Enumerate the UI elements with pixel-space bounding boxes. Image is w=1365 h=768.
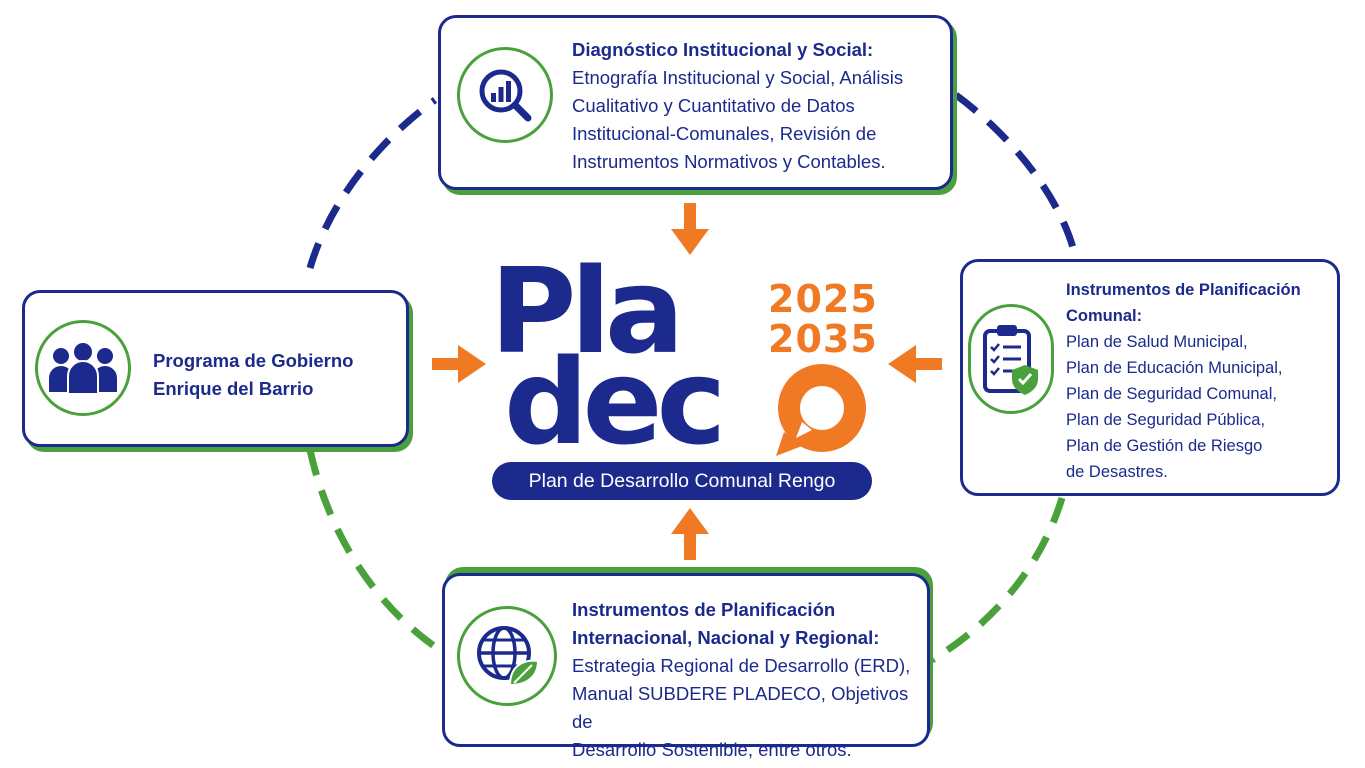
node-planificacion-comunal: Instrumentos de Planificación Comunal: P… xyxy=(960,259,1340,496)
node-title: Programa de Gobierno Enrique del Barrio xyxy=(153,350,354,399)
analysis-search-icon xyxy=(457,47,553,143)
logo-year-end: 2035 xyxy=(768,317,878,361)
clipboard-check-icon xyxy=(968,304,1054,414)
node-title: Diagnóstico Institucional y Social: xyxy=(572,39,874,60)
ring-segment-top-left xyxy=(306,97,438,269)
globe-leaf-icon xyxy=(457,606,557,706)
node-title: Instrumentos de Planificación Comunal: xyxy=(1066,281,1301,325)
logo-wordmark-line1: Pla xyxy=(490,242,685,380)
node-description: Etnografía Institucional y Social, Análi… xyxy=(572,67,904,172)
pladeco-logo: Pla dec 2025 2035 Plan de Desarrollo Com… xyxy=(480,250,880,510)
node-title: Instrumentos de Planificación Internacio… xyxy=(572,599,880,648)
node-description: Plan de Salud Municipal, Plan de Educaci… xyxy=(1066,333,1283,481)
people-group-icon xyxy=(35,320,131,416)
ring-segment-top-right xyxy=(953,92,1079,256)
node-programa-gobierno: Programa de Gobierno Enrique del Barrio xyxy=(22,290,409,447)
node-description: Estrategia Regional de Desarrollo (ERD),… xyxy=(572,655,911,760)
arrow-left-icon xyxy=(888,345,942,383)
arrow-right-icon xyxy=(432,345,486,383)
arrow-up-icon xyxy=(671,508,709,560)
logo-subtitle: Plan de Desarrollo Comunal Rengo xyxy=(492,462,872,500)
speech-bubble-o-icon xyxy=(776,364,866,456)
logo-year-start: 2025 xyxy=(768,277,878,321)
ring-segment-bottom-left xyxy=(306,449,442,653)
ring-segment-bottom-right xyxy=(930,496,1066,663)
arrow-down-icon xyxy=(671,203,709,255)
node-planificacion-internacional: Instrumentos de Planificación Internacio… xyxy=(442,573,930,760)
logo-wordmark-line2: dec xyxy=(504,333,726,471)
node-diagnostico: Diagnóstico Institucional y Social: Etno… xyxy=(438,15,953,190)
